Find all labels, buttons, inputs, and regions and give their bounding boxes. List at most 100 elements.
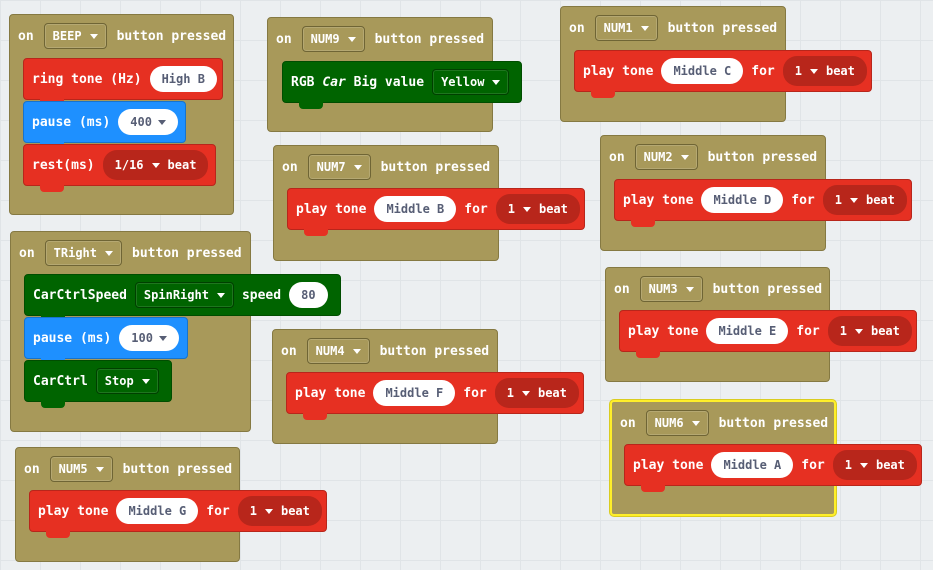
car-ctrl-speed-label: CarCtrlSpeed (33, 287, 127, 303)
event-header: on NUM3 button pressed (614, 274, 822, 304)
on-label: on (614, 281, 630, 297)
button-pressed-label: button pressed (718, 415, 829, 431)
for-label: for (801, 457, 825, 473)
event-header: on TRight button pressed (19, 238, 242, 268)
on-label: on (569, 20, 585, 36)
button-dropdown-num2[interactable]: NUM2 (634, 144, 698, 170)
button-dropdown-num1[interactable]: NUM1 (594, 15, 658, 41)
chevron-down-icon (151, 162, 160, 168)
on-label: on (282, 159, 298, 175)
play-tone-label: play tone (628, 323, 699, 339)
note-pill[interactable]: Middle F (373, 380, 456, 406)
button-pressed-label: button pressed (380, 159, 491, 175)
note-pill[interactable]: Middle A (711, 452, 794, 478)
chevron-down-icon (640, 25, 649, 31)
rgb-car-big-block[interactable]: RGB Car Big value Yellow (282, 61, 522, 109)
chevron-down-icon (492, 79, 501, 85)
on-label: on (276, 31, 292, 47)
pause-value-dropdown[interactable]: 100 (119, 325, 179, 351)
play-tone-label: play tone (623, 192, 694, 208)
car-ctrl-block[interactable]: CarCtrl Stop (24, 360, 172, 408)
play-tone-label: play tone (583, 63, 654, 79)
button-dropdown-num7[interactable]: NUM7 (307, 154, 371, 180)
for-label: for (463, 385, 487, 401)
button-pressed-label: button pressed (116, 28, 227, 44)
rgb-label: RGB Car Big value (291, 74, 425, 90)
play-tone-label: play tone (38, 503, 109, 519)
chevron-down-icon (347, 36, 356, 42)
ring-tone-note-pill[interactable]: High B (149, 66, 217, 92)
for-label: for (791, 192, 815, 208)
chevron-down-icon (352, 348, 361, 354)
on-label: on (18, 28, 34, 44)
chevron-down-icon (141, 378, 150, 384)
event-header: on BEEP button pressed (18, 21, 226, 51)
button-dropdown-num4[interactable]: NUM4 (306, 338, 370, 364)
event-header: on NUM1 button pressed (569, 13, 777, 43)
pause-value-dropdown[interactable]: 400 (118, 109, 178, 135)
speed-label: speed (241, 287, 282, 303)
note-pill[interactable]: Middle D (701, 187, 784, 213)
ring-tone-block[interactable]: ring tone (Hz) High B (23, 58, 223, 106)
button-dropdown-num3[interactable]: NUM3 (639, 276, 703, 302)
chevron-down-icon (521, 390, 530, 396)
rest-label: rest(ms) (32, 157, 95, 173)
note-pill[interactable]: Middle G (116, 498, 199, 524)
car-ctrl-dropdown[interactable]: Stop (95, 368, 159, 394)
on-label: on (24, 461, 40, 477)
note-pill[interactable]: Middle E (706, 318, 789, 344)
button-dropdown-num5[interactable]: NUM5 (49, 456, 113, 482)
chevron-down-icon (849, 197, 858, 203)
pause-block[interactable]: pause (ms) 400 (23, 101, 186, 149)
button-dropdown-num6[interactable]: NUM6 (645, 410, 709, 436)
speed-value-input[interactable]: 80 (289, 282, 328, 308)
button-dropdown-tright[interactable]: TRight (44, 240, 123, 266)
chevron-down-icon (859, 462, 868, 468)
chevron-down-icon (157, 119, 166, 125)
pause-block[interactable]: pause (ms) 100 (24, 317, 188, 365)
chevron-down-icon (809, 68, 818, 74)
chevron-down-icon (680, 154, 689, 160)
for-label: for (464, 201, 488, 217)
for-label: for (206, 503, 230, 519)
play-tone-label: play tone (295, 385, 366, 401)
chevron-down-icon (95, 466, 104, 472)
chevron-down-icon (685, 286, 694, 292)
button-pressed-label: button pressed (712, 281, 823, 297)
note-pill[interactable]: Middle C (661, 58, 744, 84)
pause-label: pause (ms) (33, 330, 112, 346)
button-pressed-label: button pressed (122, 461, 233, 477)
chevron-down-icon (105, 250, 114, 256)
on-label: on (281, 343, 297, 359)
chevron-down-icon (158, 335, 167, 341)
button-pressed-label: button pressed (379, 343, 490, 359)
button-pressed-label: button pressed (374, 31, 485, 47)
event-header: on NUM2 button pressed (609, 142, 817, 172)
button-dropdown-num9[interactable]: NUM9 (301, 26, 365, 52)
button-dropdown-beep[interactable]: BEEP (43, 23, 107, 49)
note-pill[interactable]: Middle B (374, 196, 457, 222)
car-ctrl-speed-block[interactable]: CarCtrlSpeed SpinRight speed 80 (24, 274, 341, 322)
rgb-color-dropdown[interactable]: Yellow (432, 69, 510, 95)
car-mode-dropdown[interactable]: SpinRight (134, 282, 234, 308)
chevron-down-icon (89, 33, 98, 39)
chevron-down-icon (522, 206, 531, 212)
chevron-down-icon (854, 328, 863, 334)
button-pressed-label: button pressed (132, 245, 242, 261)
